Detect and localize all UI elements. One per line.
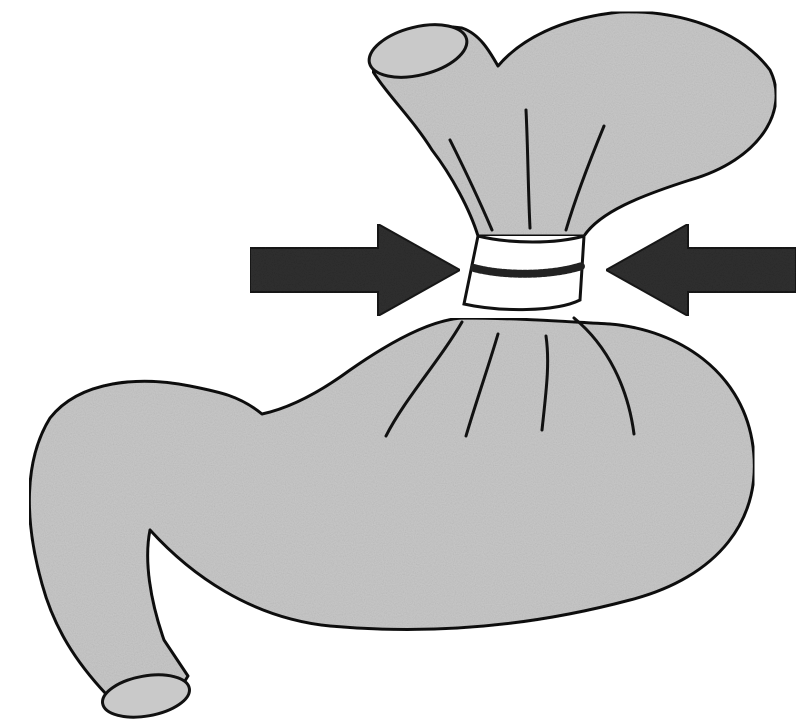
gastric-band-diagram <box>0 0 803 724</box>
